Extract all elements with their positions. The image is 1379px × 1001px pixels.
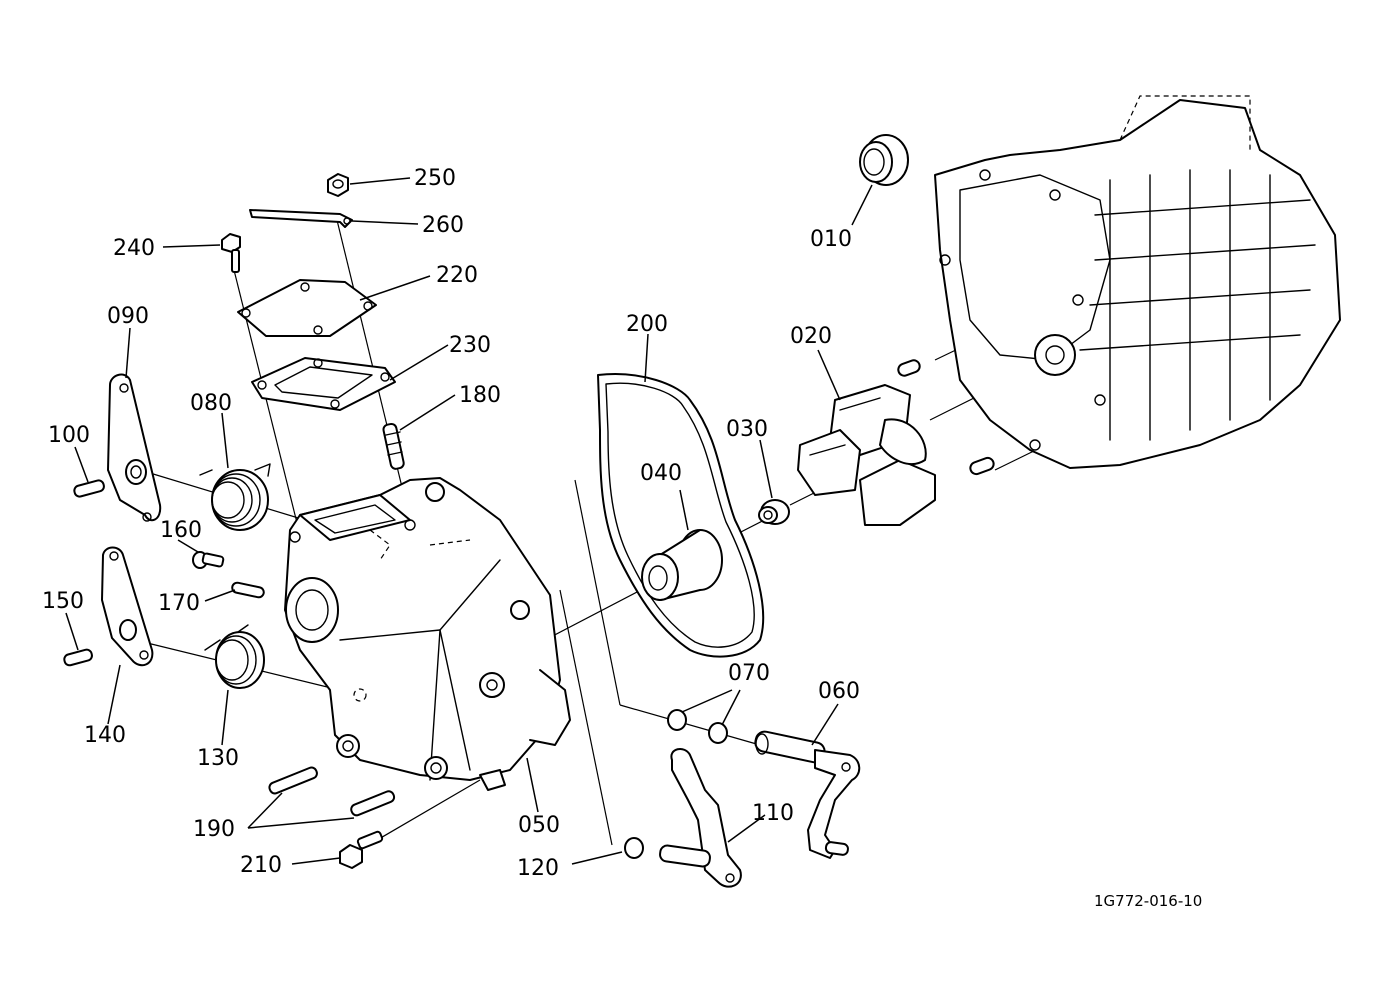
callout-210: 210 [240,853,282,878]
stud-190-a [268,766,318,795]
callout-100: 100 [48,423,90,448]
callout-130: 130 [197,746,239,771]
o-ring-070-b [708,722,728,744]
bushing-030 [758,499,790,525]
spring-080 [199,463,271,531]
spring-130 [204,624,265,689]
callout-050: 050 [518,813,560,838]
oil-seal-040 [641,529,723,601]
callout-120: 120 [517,856,559,881]
callout-110: 110 [752,801,794,826]
callout-220: 220 [436,263,478,288]
callout-010: 010 [810,227,852,252]
callout-190: 190 [193,817,235,842]
pin-100 [73,479,105,498]
shift-fork-020 [797,384,936,526]
screw-160 [192,551,225,569]
callout-070: 070 [728,661,770,686]
callout-090: 090 [107,304,149,329]
leader-lines [65,177,873,865]
callout-170: 170 [158,591,200,616]
callout-180: 180 [459,383,501,408]
callout-030: 030 [726,417,768,442]
callout-240: 240 [113,236,155,261]
transmission-case [897,95,1341,476]
callout-250: 250 [414,166,456,191]
callout-080: 080 [190,391,232,416]
plug-010 [859,134,909,186]
o-ring-070-a [667,709,687,731]
plate-090 [107,373,162,522]
gasket-230 [251,357,396,411]
callout-230: 230 [449,333,491,358]
callout-040: 040 [640,461,682,486]
shift-arm-060 [754,730,861,859]
bolt-240 [221,233,241,273]
pin-170 [231,581,265,599]
callout-140: 140 [84,723,126,748]
reference-code: 1G772-016-10 [1094,892,1202,910]
o-ring-120 [624,837,644,859]
callout-150: 150 [42,589,84,614]
callout-260: 260 [422,213,464,238]
callout-200: 200 [626,312,668,337]
cover-220 [237,279,377,337]
callout-160: 160 [160,518,202,543]
gear-case-050 [284,477,571,791]
stud-180 [382,422,405,470]
shift-arm-110 [659,748,742,888]
bolt-210 [339,830,384,869]
stud-190-b [350,790,396,817]
pin-150 [63,648,93,667]
nut-250 [327,173,349,197]
callout-020: 020 [790,324,832,349]
callouts: 250 260 240 220 230 180 090 100 080 160 … [42,166,1202,910]
callout-060: 060 [818,679,860,704]
plate-260 [249,209,353,228]
plate-140 [101,546,154,667]
gasket-200 [597,373,765,658]
